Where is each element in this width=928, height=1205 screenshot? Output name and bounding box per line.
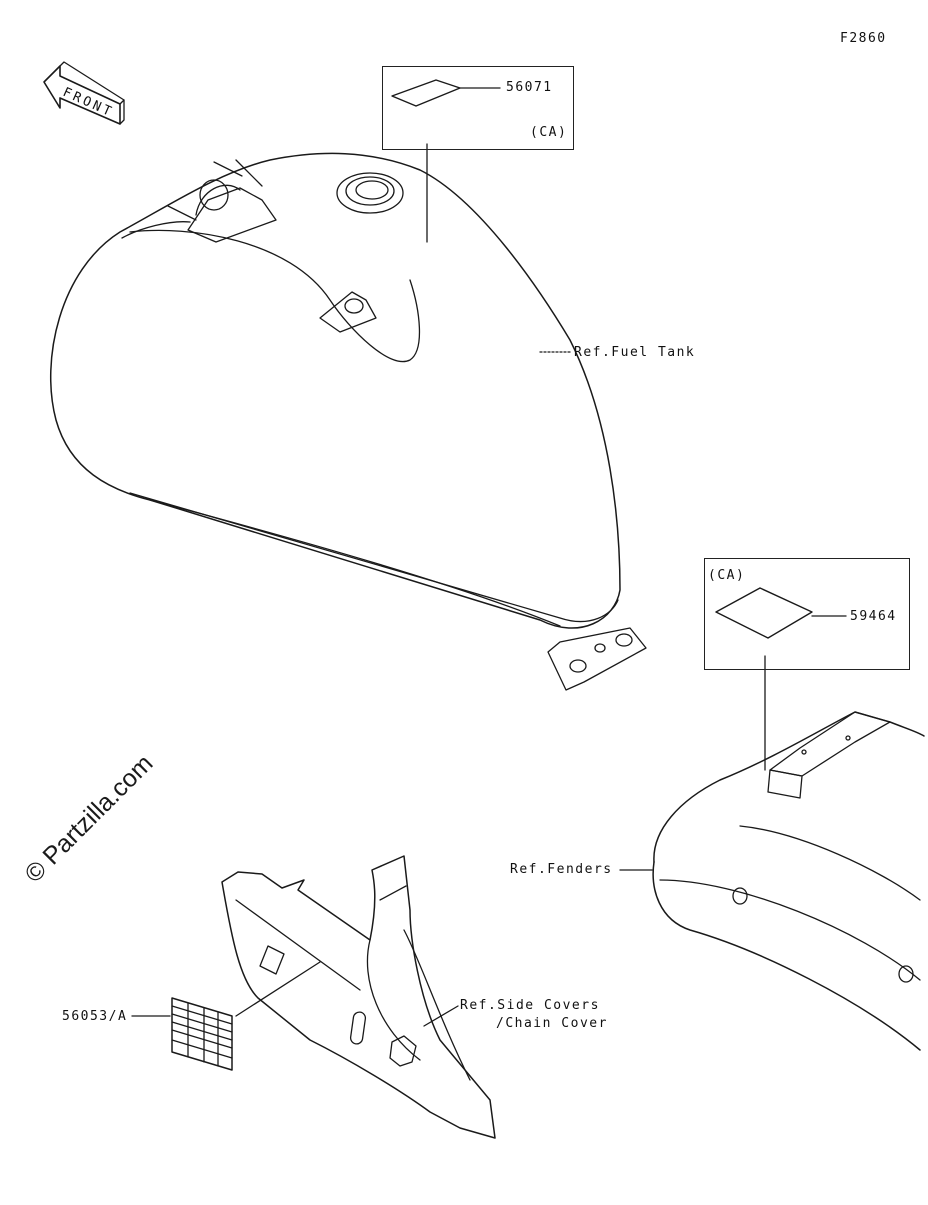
part-number-56071: 56071: [506, 80, 553, 95]
ref-fenders: Ref.Fenders: [510, 862, 613, 877]
part-number-56053: 56053/A: [62, 1009, 128, 1024]
fuel-tank-drawing: [50, 152, 647, 691]
callout-box-right: [704, 558, 910, 670]
ref-chain-cover: /Chain Cover: [496, 1016, 608, 1031]
side-cover-drawing: [221, 855, 496, 1139]
callout-box-top: [382, 66, 574, 150]
label-59464-drawing: [715, 587, 813, 639]
ref-fuel-tank: Ref.Fuel Tank: [574, 345, 696, 360]
ref-side-covers: Ref.Side Covers: [460, 998, 600, 1013]
figure-id: F2860: [840, 31, 887, 46]
ca-label-top: (CA): [530, 125, 568, 140]
ca-label-right: (CA): [708, 568, 746, 583]
fender-drawing: [652, 711, 925, 1051]
label-56053-drawing: [171, 997, 233, 1071]
front-arrow-icon: FRONT: [43, 61, 125, 125]
part-number-59464: 59464: [850, 609, 897, 624]
leader-56053-to-cover: [235, 961, 321, 1017]
leader-side-covers: [423, 1005, 459, 1027]
